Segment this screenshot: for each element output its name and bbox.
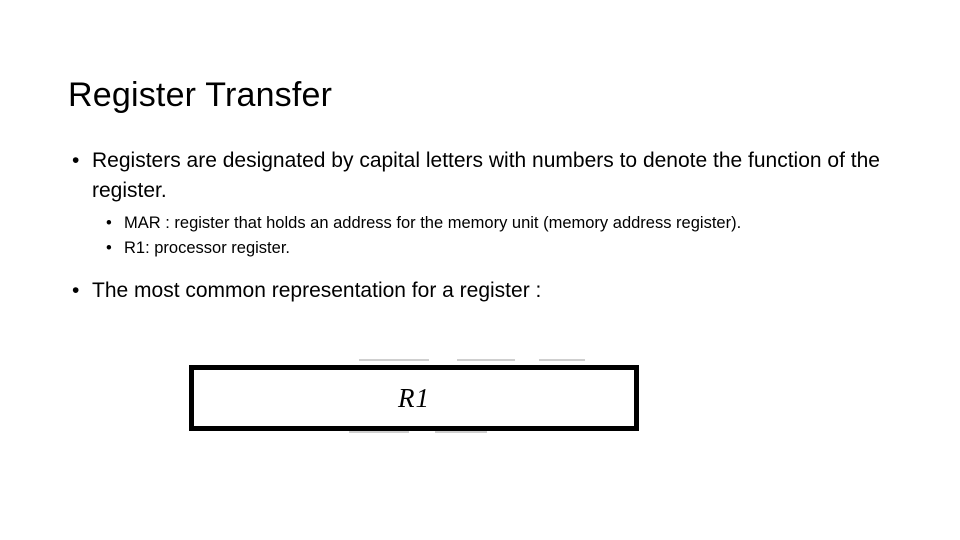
scan-artifact <box>457 359 515 361</box>
scan-artifact <box>435 431 487 433</box>
slide-body: • Registers are designated by capital le… <box>68 146 908 306</box>
bullet-dot-icon: • <box>106 238 112 257</box>
bullet-dot-icon: • <box>106 213 112 232</box>
bullet-level1-registers: • Registers are designated by capital le… <box>68 146 908 206</box>
sub-bullet-list: • MAR : register that holds an address f… <box>68 212 908 260</box>
bullet-dot-icon: • <box>72 278 80 302</box>
scan-artifact <box>349 431 409 433</box>
bullet-dot-icon: • <box>72 149 80 172</box>
bullet-level1-representation: • The most common representation for a r… <box>68 276 908 306</box>
register-box: R1 <box>189 365 639 431</box>
bullet-level2-mar: • MAR : register that holds an address f… <box>104 212 908 235</box>
register-label: R1 <box>398 382 430 413</box>
bullet-text: The most common representation for a reg… <box>92 278 542 302</box>
bullet-text: Registers are designated by capital lett… <box>92 149 880 202</box>
scan-artifact <box>539 359 585 361</box>
page-title: Register Transfer <box>68 75 333 114</box>
bullet-text: MAR : register that holds an address for… <box>124 213 742 232</box>
scan-artifact <box>359 359 429 361</box>
bullet-text: R1: processor register. <box>124 238 290 257</box>
register-figure: R1 <box>189 359 639 433</box>
bullet-level2-r1: • R1: processor register. <box>104 237 908 260</box>
